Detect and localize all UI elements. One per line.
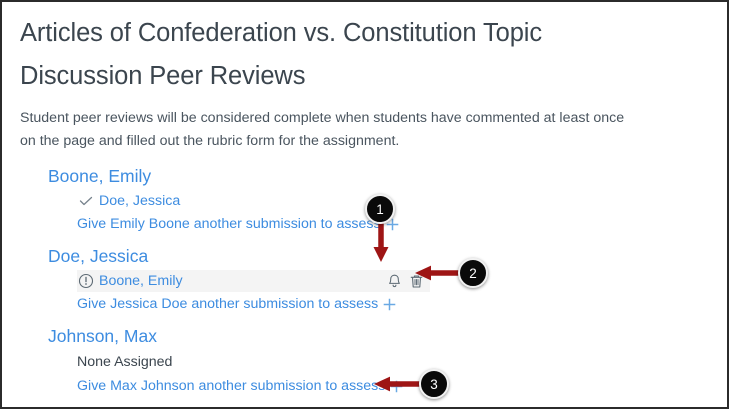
give-another-submission-link[interactable]: Give Jessica Doe another submission to a… — [77, 294, 397, 314]
student-block: Doe, Jessica Boone, Emily — [36, 240, 717, 320]
assignee-left: Boone, Emily — [77, 271, 386, 291]
assignee-row-highlighted: Boone, Emily — [77, 270, 430, 292]
warning-icon — [77, 272, 95, 290]
give-another-submission-link[interactable]: Give Max Johnson another submission to a… — [77, 376, 404, 396]
student-name-link[interactable]: Boone, Emily — [48, 166, 152, 186]
annotation-badge-2[interactable]: 2 — [458, 258, 488, 288]
plus-icon — [382, 297, 397, 312]
student-block: Johnson, Max None Assigned Give Max John… — [36, 320, 717, 402]
assignee-left: Doe, Jessica — [77, 191, 425, 211]
annotation-badge-1[interactable]: 1 — [365, 194, 395, 224]
plus-icon — [385, 217, 400, 232]
assignee-name-link[interactable]: Doe, Jessica — [99, 193, 181, 209]
check-icon — [77, 192, 95, 210]
plus-icon — [389, 379, 404, 394]
give-another-submission-label: Give Max Johnson another submission to a… — [77, 378, 386, 394]
student-name-link[interactable]: Johnson, Max — [48, 326, 157, 346]
student-block: Boone, Emily Doe, Jessica Give Emily Boo… — [36, 160, 717, 240]
assignee-row: Doe, Jessica — [77, 190, 430, 212]
give-another-submission-label: Give Jessica Doe another submission to a… — [77, 296, 379, 312]
give-another-submission-link[interactable]: Give Emily Boone another submission to a… — [77, 214, 400, 234]
peer-review-list: Boone, Emily Doe, Jessica Give Emily Boo… — [16, 160, 717, 402]
student-name-link[interactable]: Doe, Jessica — [48, 246, 149, 266]
page-title: Articles of Confederation vs. Constituti… — [20, 19, 542, 90]
intro-description: Student peer reviews will be considered … — [20, 110, 625, 149]
assignee-name-link[interactable]: Boone, Emily — [99, 273, 183, 289]
none-assigned-label: None Assigned — [77, 354, 173, 370]
bell-icon[interactable] — [386, 273, 403, 290]
trash-icon[interactable] — [408, 273, 425, 290]
assignee-row-actions — [386, 273, 425, 290]
annotation-badge-3[interactable]: 3 — [419, 369, 449, 399]
give-another-submission-label: Give Emily Boone another submission to a… — [77, 216, 381, 232]
